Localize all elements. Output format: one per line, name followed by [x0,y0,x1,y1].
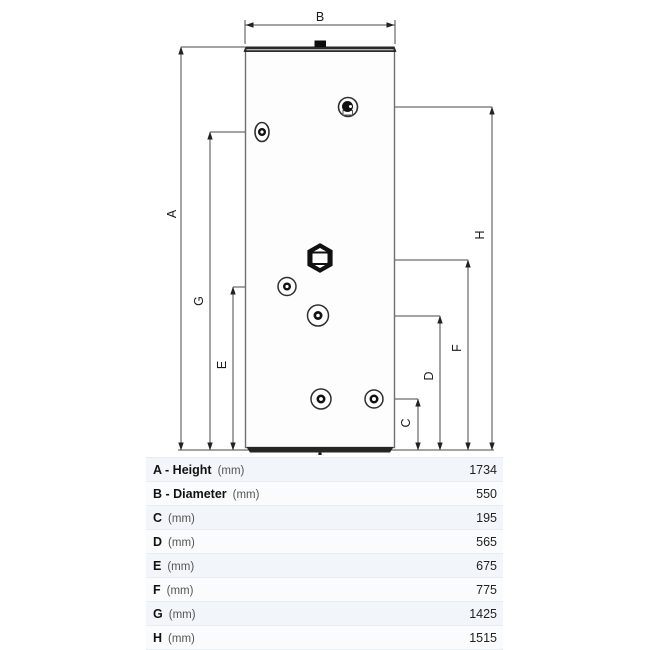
arrowheads [178,22,495,451]
dimension-table: A - Height(mm) 1734 B - Diameter(mm) 550… [146,457,503,650]
fitting-h-port [337,96,359,118]
a-arrow-top [178,46,184,55]
f-arrow-bottom [465,442,471,451]
table-row-g: G(mm) 1425 [146,602,503,626]
dim-label-c: C [399,418,413,427]
tank-top-knob [314,40,326,47]
row-label: G(mm) [153,606,196,621]
row-label: D(mm) [153,534,195,549]
row-label: B - Diameter(mm) [153,486,260,501]
fitting-d-port [306,304,330,327]
dim-label-f: F [450,344,464,352]
c-arrow-bottom [415,442,421,451]
row-label: A - Height(mm) [153,462,245,477]
row-value: 1734 [469,462,497,477]
g-arrow-top [207,131,213,140]
tank-dimension-diagram: B A G E H F D C [165,10,495,455]
b-arrow-left [245,22,254,28]
fitting-c-port-right [364,389,384,409]
table-row-a: A - Height(mm) 1734 [146,458,503,482]
row-label: F(mm) [153,582,194,597]
e-arrow-top [230,286,236,295]
dimension-labels: B A G E H F D C [165,10,487,428]
row-value: 775 [476,582,497,597]
row-label: C(mm) [153,510,195,525]
f-arrow-top [465,259,471,268]
dim-label-b: B [316,10,324,24]
fitting-c-port-left [310,388,332,410]
g-arrow-bottom [207,442,213,451]
d-arrow-top [437,315,443,324]
e-arrow-bottom [230,442,236,451]
dim-label-a: A [165,209,179,218]
a-arrow-bottom [178,442,184,451]
c-arrow-top [415,398,421,407]
table-row-h: H(mm) 1515 [146,626,503,650]
fitting-f-hex [307,243,333,273]
tank-base-dot [318,452,322,455]
fitting-g-oval [254,121,270,143]
row-value: 195 [476,510,497,525]
table-row-c: C(mm) 195 [146,506,503,530]
dim-label-d: D [422,371,436,380]
fittings [254,96,384,410]
tank-base-skirt [246,447,394,453]
row-label: H(mm) [153,630,195,645]
table-row-d: D(mm) 565 [146,530,503,554]
h-arrow-top [489,106,495,115]
dim-label-e: E [215,361,229,369]
d-arrow-bottom [437,442,443,451]
row-value: 675 [476,558,497,573]
fitting-e-port [277,276,297,297]
b-arrow-right [386,22,395,28]
dim-label-g: G [192,296,206,306]
row-value: 1425 [469,606,497,621]
row-value: 1515 [469,630,497,645]
row-value: 565 [476,534,497,549]
h-arrow-bottom [489,442,495,451]
row-label: E(mm) [153,558,195,573]
table-row-f: F(mm) 775 [146,578,503,602]
table-row-b: B - Diameter(mm) 550 [146,482,503,506]
row-value: 550 [476,486,497,501]
dim-label-h: H [473,230,487,239]
table-row-e: E(mm) 675 [146,554,503,578]
